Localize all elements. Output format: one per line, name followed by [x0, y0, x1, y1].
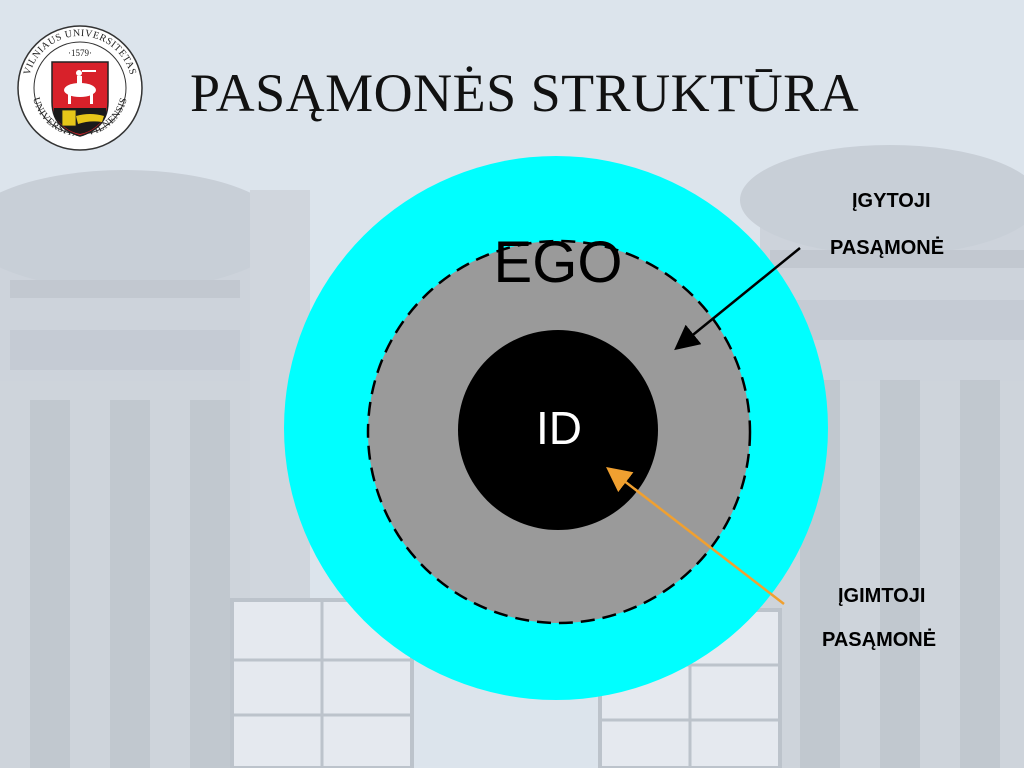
callout-acquired-line1: ĮGYTOJI [852, 190, 931, 212]
callout-innate-line1: ĮGIMTOJI [838, 585, 926, 607]
slide-title: PASĄMONĖS STRUKTŪRA [190, 63, 860, 123]
university-seal-logo: VILNIAUS UNIVERSITETAS UNIVERSITAS VILNE… [14, 16, 146, 166]
seal-year: ·1579· [68, 48, 92, 58]
ego-label: EGO [494, 230, 623, 295]
id-label: ID [536, 402, 582, 454]
arrow-innate [606, 466, 785, 605]
arrow-acquired [674, 247, 801, 351]
callout-acquired-line2: PASĄMONĖ [830, 237, 945, 259]
callout-innate-line2: PASĄMONĖ [822, 629, 937, 651]
